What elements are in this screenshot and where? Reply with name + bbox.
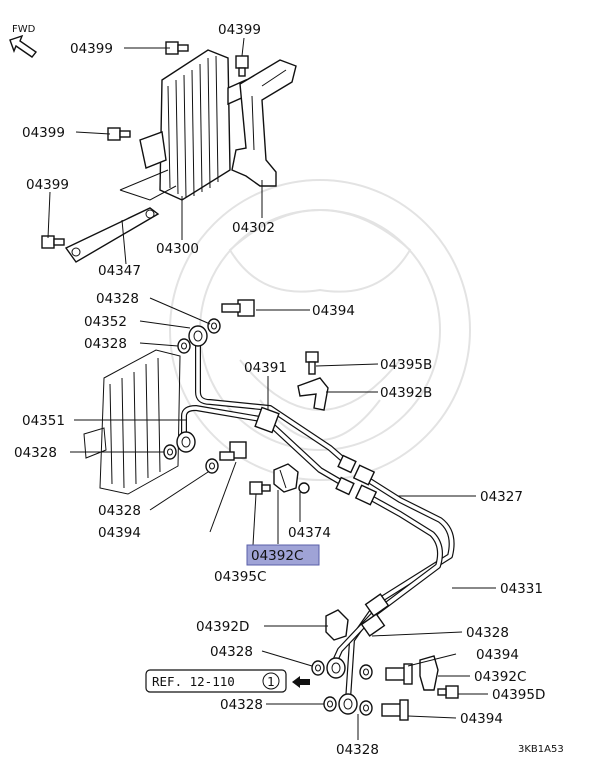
callout-labels: 04399 04399 04399 04399 04300 04302 0434…	[14, 22, 545, 727]
callout-04391: 04391	[244, 360, 287, 376]
bolt-04395D	[437, 685, 459, 699]
callout-04352: 04352	[84, 314, 127, 330]
callout-04395B: 04395B	[380, 357, 432, 373]
union-bolt-04394-a	[221, 299, 255, 317]
callout-04328-bottom: 04328	[336, 742, 379, 758]
callout-04331: 04331	[500, 581, 543, 597]
callout-04300: 04300	[156, 241, 199, 257]
callout-04394: 04394	[460, 711, 503, 727]
ref-callout: REF. 12-110 1	[145, 669, 310, 693]
ref-label: REF. 12-110	[152, 674, 235, 689]
callout-04302: 04302	[232, 220, 275, 236]
callout-04351: 04351	[22, 413, 65, 429]
callout-04392C: 04392C	[474, 669, 526, 685]
clamp-04392C-lower	[419, 655, 439, 691]
callout-04374: 04374	[288, 525, 331, 541]
pipe-04391	[181, 339, 357, 496]
union-bolt-04394-b	[219, 441, 247, 461]
callout-04394: 04394	[476, 647, 519, 663]
bolt-04395B	[305, 351, 319, 375]
eye-fitting-bottom-b	[338, 693, 358, 715]
mounting-bracket-04302	[231, 59, 297, 187]
callout-04328: 04328	[210, 644, 253, 660]
figure-code: 3KB1A53	[518, 744, 564, 755]
eye-fitting-bottom-a	[326, 657, 346, 679]
clamp-04392B	[297, 377, 329, 411]
ref-box	[145, 669, 287, 693]
ref-number: 1	[267, 674, 275, 689]
union-bolt-04394-c	[385, 663, 413, 685]
ref-arrow-icon	[292, 676, 310, 688]
bolt-04399-c	[107, 127, 131, 141]
bolt-04395C	[249, 481, 271, 495]
leader-lines	[47, 37, 496, 740]
callout-04327: 04327	[480, 489, 523, 505]
callout-04328: 04328	[466, 625, 509, 641]
fwd-indicator: FWD	[9, 24, 38, 58]
callout-04394: 04394	[312, 303, 355, 319]
callout-04328: 04328	[96, 291, 139, 307]
secondary-cooler-outline	[83, 349, 181, 495]
callout-04395C: 04395C	[214, 569, 266, 585]
strap-04347	[64, 207, 160, 263]
hose-04327	[327, 464, 455, 703]
callout-04392D: 04392D	[196, 619, 249, 635]
callout-04395D: 04395D	[492, 687, 545, 703]
eye-fitting-top	[188, 325, 208, 347]
callout-04394: 04394	[98, 525, 141, 541]
plug-04374	[298, 482, 310, 494]
callout-04347: 04347	[98, 263, 141, 279]
washers	[163, 318, 373, 716]
bolt-04399-b	[235, 55, 249, 77]
callout-04328: 04328	[14, 445, 57, 461]
callout-04328: 04328	[220, 697, 263, 713]
oil-cooler-unit	[119, 49, 247, 201]
clamp-04392D	[325, 609, 349, 641]
bolt-04399-d	[41, 235, 65, 249]
eye-fitting-mid	[176, 431, 196, 453]
callout-04399: 04399	[70, 41, 113, 57]
callout-04392B: 04392B	[380, 385, 432, 401]
union-bolt-04394-d	[381, 699, 409, 721]
fwd-arrow-icon	[9, 34, 38, 58]
highlight-box	[246, 544, 320, 566]
clamp-04392C-upper	[273, 463, 299, 493]
ref-number-circle	[262, 672, 280, 690]
callout-04399: 04399	[218, 22, 261, 38]
callout-04399: 04399	[22, 125, 65, 141]
callout-04392C-highlighted[interactable]: 04392C	[251, 548, 303, 564]
callout-04328: 04328	[84, 336, 127, 352]
callout-04328: 04328	[98, 503, 141, 519]
callout-04399: 04399	[26, 177, 69, 193]
fwd-label: FWD	[12, 24, 36, 35]
